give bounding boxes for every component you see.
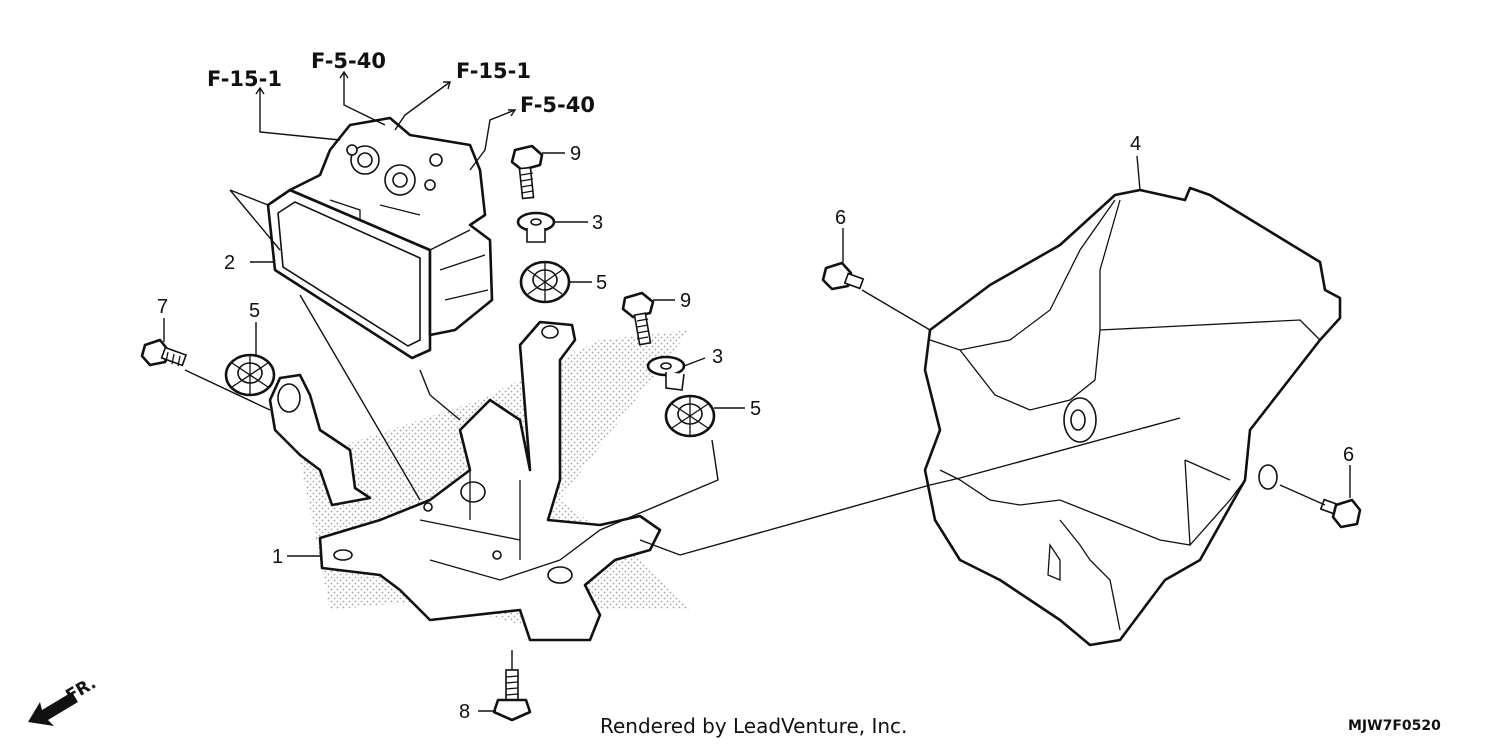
collar-part-3-top [516, 211, 556, 243]
abs-modulator-part-2 [266, 116, 494, 360]
grommet-part-5-left [224, 353, 276, 397]
bolt-part-7 [140, 338, 188, 367]
ref-label-f5-40-top: F-5-40 [311, 49, 386, 73]
bolt-part-6-left [821, 261, 865, 291]
bolt-part-9-top [510, 144, 544, 200]
abs-bracket-part-1 [268, 320, 662, 642]
front-direction-arrow-icon [28, 692, 78, 726]
part-number-2: 2 [224, 252, 235, 274]
part-number-9-top: 9 [570, 143, 581, 165]
part-number-8: 8 [459, 701, 470, 723]
part-number-1: 1 [272, 546, 283, 568]
leader-lines [163, 70, 1351, 712]
part-number-3-mid: 3 [712, 346, 723, 368]
grommet-part-5-top [519, 260, 571, 304]
battery-box-part-4 [923, 186, 1342, 647]
part-number-9-mid: 9 [680, 290, 691, 312]
part-number-6-left: 6 [835, 207, 846, 229]
collar-part-3-mid [646, 355, 686, 391]
part-number-5-mid: 5 [750, 398, 761, 420]
ref-label-f15-1-right: F-15-1 [456, 59, 531, 83]
part-number-6-right: 6 [1343, 444, 1354, 466]
bolt-part-9-mid [621, 291, 655, 346]
grommet-part-5-mid [664, 394, 716, 438]
footer-credit: Rendered by LeadVenture, Inc. [600, 714, 907, 738]
part-number-4: 4 [1130, 133, 1141, 155]
ref-label-f5-40-right: F-5-40 [520, 93, 595, 117]
bolt-part-8 [492, 669, 532, 722]
ref-label-f15-1-left: F-15-1 [207, 67, 282, 91]
part-number-5-left: 5 [249, 300, 260, 322]
diagram-code: MJW7F0520 [1348, 718, 1441, 734]
part-number-7: 7 [157, 296, 168, 318]
bolt-part-6-right [1319, 498, 1362, 529]
part-number-3-top: 3 [592, 212, 603, 234]
part-number-5-top: 5 [596, 272, 607, 294]
